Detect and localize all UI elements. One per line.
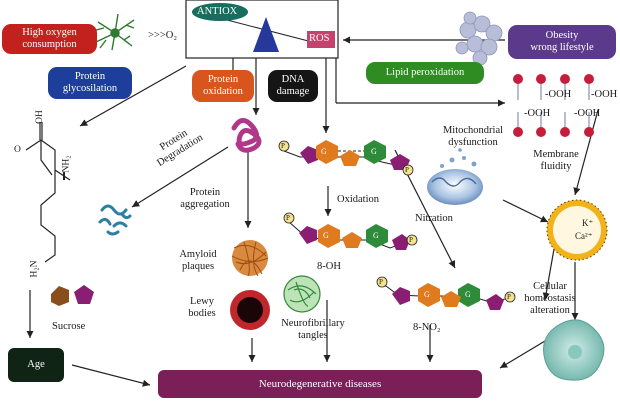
lewy-bodies-label: Lewy bodies (188, 296, 216, 319)
p-marker-4: P (409, 236, 413, 244)
neurofibrillary-tangle-icon (283, 275, 321, 313)
molecule-h2n-label: H₂N (29, 260, 40, 278)
ooh-label-1: -OOH (545, 89, 572, 100)
dna-strand-8no2 (376, 276, 516, 310)
molecule-oh-label: OH (34, 110, 45, 124)
sucrose-icon (51, 285, 94, 306)
g-marker-5: G (424, 290, 430, 299)
arrow-membrane-cell (573, 109, 599, 196)
amyloid-plaques-label: Amyloid plaques (179, 249, 217, 272)
g-marker-3: G (323, 231, 329, 240)
g-marker-1: G (321, 147, 327, 156)
mitochondria-icon (427, 148, 483, 205)
p-marker-2: P (405, 166, 409, 174)
damaged-cell-icon (543, 319, 605, 381)
arrow-mito-cell (502, 199, 549, 223)
lewy-body-icon (230, 290, 270, 330)
p-marker-1: P (281, 142, 285, 150)
oxidation-label: Oxidation (337, 194, 379, 205)
mitochondrial-label: Mitochondrial dysfunction (442, 125, 504, 148)
lipid-peroxidation-box: Lipid peroxidation (366, 62, 484, 84)
nitration-label: Nitration (415, 213, 453, 224)
g-marker-2: G (371, 147, 377, 156)
arrow-to-glycosilation (79, 65, 187, 127)
protein-glycosilation-box: Protein glycosilation (48, 67, 132, 99)
antiox-label: ANTIOX (197, 6, 238, 17)
protein-fragments-icon (98, 204, 132, 236)
antiox-oval (192, 3, 248, 21)
protein-aggregation-label: Protein aggregation (180, 187, 230, 210)
p-marker-3: P (286, 214, 290, 222)
cellular-homeostasis-label: Cellular homeostasis alteration (524, 281, 576, 316)
potassium-ion-label: K⁺ (582, 218, 594, 228)
g-marker-4: G (373, 231, 379, 240)
lysine-molecule-icon (25, 122, 71, 263)
obesity-box: Obesity wrong lifestyle (508, 25, 616, 59)
protein-oxidation-box: Protein oxidation (192, 70, 254, 102)
membrane-fluidity-label: Membrane fluidity (533, 149, 579, 172)
lipid-bilayer-icon (513, 74, 594, 137)
adipose-cells-icon (455, 11, 503, 66)
age-box: Age (8, 348, 64, 382)
ooh-label-3: -OOH (524, 108, 551, 119)
ooh-label-4: -OOH (574, 108, 601, 119)
high-oxygen-box: High oxygen consumption (2, 24, 97, 54)
molecule-nh2-label: NH₂ (61, 155, 72, 173)
eight-no2-label: 8-NO₂ (413, 322, 441, 333)
neuron-icon (95, 13, 135, 51)
sucrose-label: Sucrose (52, 321, 86, 332)
eight-oh-label: 8-OH (317, 261, 341, 272)
ros-label: ROS (309, 33, 330, 44)
ros-rect (307, 31, 335, 48)
o2-label: >>>O₂ (148, 30, 178, 41)
molecule-o-label: O (14, 145, 21, 155)
cell-membrane-icon (546, 199, 608, 261)
ooh-label-2: -OOH (591, 89, 618, 100)
arrow-age-neuro (71, 364, 151, 387)
dna-damage-box: DNA damage (268, 70, 318, 102)
dna-strand-8oh (283, 212, 418, 250)
amyloid-plaque-icon (231, 240, 269, 277)
folded-protein-icon (231, 118, 262, 153)
arrow-degradation (131, 146, 229, 208)
balance-fulcrum-icon (253, 17, 279, 52)
neurodegenerative-box: Neurodegenerative diseases (158, 370, 482, 398)
p-marker-5: P (379, 278, 383, 286)
calcium-ion-label: Ca²⁺ (575, 231, 593, 241)
dna-strand-top (278, 140, 414, 176)
neurofibrillary-tangles-label: Neurofibrillary tangles (281, 318, 345, 341)
g-marker-6: G (465, 290, 471, 299)
p-marker-6: P (507, 293, 511, 301)
